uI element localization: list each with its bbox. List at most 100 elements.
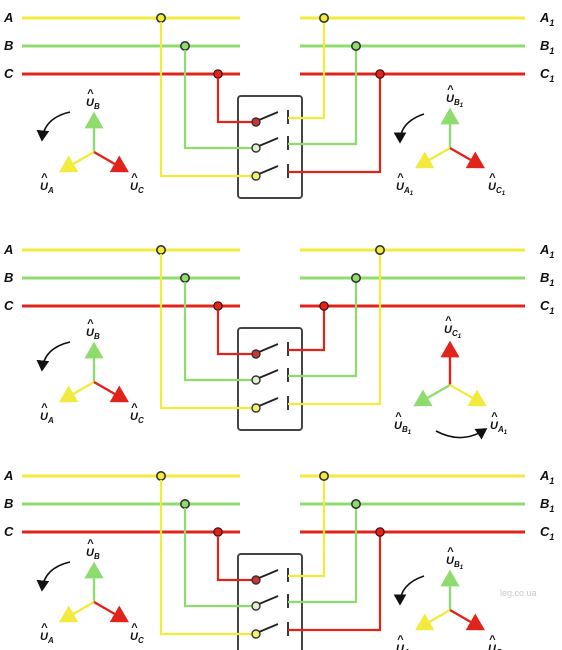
phasor-vector: [59, 600, 95, 623]
phasor-hat: ^: [131, 622, 138, 634]
phasor-vector: [449, 608, 485, 631]
feed-right: [288, 282, 358, 378]
switch-contact-icon: [251, 143, 261, 153]
switch-contact-icon: [251, 601, 261, 611]
feed-left: [183, 50, 252, 150]
junction-dot-icon: [318, 470, 329, 481]
feed-right: [288, 508, 358, 604]
junction-dot-icon: [156, 470, 167, 481]
phasor-vector: [93, 380, 129, 403]
phasor-vector: [415, 608, 451, 631]
phasor-vector: [415, 146, 451, 169]
junction-dot-icon: [319, 301, 329, 311]
phasor-hat: ^: [491, 411, 498, 423]
phasor-label: UA: [40, 631, 54, 645]
phase-label-right: B1: [540, 496, 554, 514]
phase-label-left: C: [4, 66, 14, 81]
phase-rotation-arrow-icon: [393, 113, 425, 144]
switch-contact-icon: [251, 171, 261, 181]
phasor-hat: ^: [41, 622, 48, 634]
switch-blade: [258, 569, 279, 579]
phasor-label: UC: [130, 181, 144, 195]
phasor-hat: ^: [87, 88, 94, 100]
phasor-hat: ^: [397, 172, 404, 184]
phase-rotation-arrow-icon: [36, 561, 71, 592]
junction-dot-icon: [375, 527, 385, 537]
phasor-hat: ^: [131, 402, 138, 414]
phasor-label: UB1: [446, 555, 464, 571]
phase-label-left: B: [4, 38, 13, 53]
phasor-label: UB1: [446, 93, 464, 109]
junction-dot-icon: [350, 498, 361, 509]
junction-dot-icon: [156, 13, 167, 23]
phase-rotation-arrow-icon: [393, 575, 425, 606]
phasor-label: UC1: [488, 643, 506, 650]
phasor-vector: [59, 380, 95, 403]
phase-label-left: A: [3, 468, 13, 483]
phasor-hat: ^: [395, 411, 402, 423]
feed-right: [288, 536, 382, 632]
switch-blade: [258, 343, 279, 353]
phasor-hat: ^: [41, 172, 48, 184]
phasor-label: UA1: [490, 420, 508, 436]
junction-dot-icon: [213, 527, 223, 537]
feed-left: [159, 480, 252, 636]
phasor-vector: [93, 150, 129, 173]
phasor-hat: ^: [447, 84, 454, 96]
switch-blade: [258, 165, 279, 175]
switch-blade: [258, 369, 279, 379]
feed-left: [183, 508, 252, 608]
junction-dot-icon: [213, 69, 223, 79]
feed-left: [159, 254, 252, 410]
junction-dot-icon: [374, 245, 385, 256]
phasor-label: UA: [40, 181, 54, 195]
phasor-vector: [413, 383, 451, 407]
watermark: leg.co.ua: [500, 588, 537, 598]
phasor-label: UB: [86, 327, 100, 341]
feed-left: [216, 310, 252, 356]
switch-blade: [258, 595, 279, 605]
switch-contact-icon: [251, 349, 261, 359]
junction-dot-icon: [350, 272, 361, 283]
phase-label-right: A1: [539, 242, 554, 260]
phasor-label: UB1: [394, 420, 412, 436]
phase-label-right: B1: [540, 38, 554, 56]
phasor-label: UA1: [396, 643, 414, 650]
feed-right: [288, 50, 358, 146]
switch-blade: [258, 137, 279, 147]
phase-label-right: A1: [539, 468, 554, 486]
phasor-hat: ^: [131, 172, 138, 184]
phasor-hat: ^: [447, 546, 454, 558]
phasor-label: UC: [130, 411, 144, 425]
phase-label-left: C: [4, 298, 14, 313]
switch-contact-icon: [251, 375, 261, 385]
phasor-vector: [59, 150, 95, 173]
phasor-hat: ^: [41, 402, 48, 414]
phase-rotation-arrow-icon: [36, 111, 71, 142]
phasor-label: UC1: [488, 181, 506, 197]
feed-left: [216, 78, 252, 124]
phase-label-left: B: [4, 496, 13, 511]
feed-right: [288, 310, 326, 352]
phase-label-left: B: [4, 270, 13, 285]
phase-label-right: B1: [540, 270, 554, 288]
switch-blade: [258, 111, 279, 121]
bus-lines: [22, 16, 525, 76]
phasor-hat: ^: [87, 538, 94, 550]
phasor-label: UA1: [396, 181, 414, 197]
phase-label-right: C1: [540, 298, 554, 316]
feed-right: [288, 22, 326, 120]
switch-contact-icon: [251, 575, 261, 585]
switch-contact-icon: [251, 117, 261, 127]
phasor-hat: ^: [489, 172, 496, 184]
phasor-label: UB: [86, 97, 100, 111]
phase-label-right: C1: [540, 524, 554, 542]
phasor-hat: ^: [489, 634, 496, 646]
feed-right: [288, 254, 382, 406]
bus-lines: [22, 474, 525, 534]
phasor-vector: [449, 383, 487, 407]
feed-left: [183, 282, 252, 382]
junction-dot-icon: [180, 498, 191, 509]
switch-blade: [258, 397, 279, 407]
